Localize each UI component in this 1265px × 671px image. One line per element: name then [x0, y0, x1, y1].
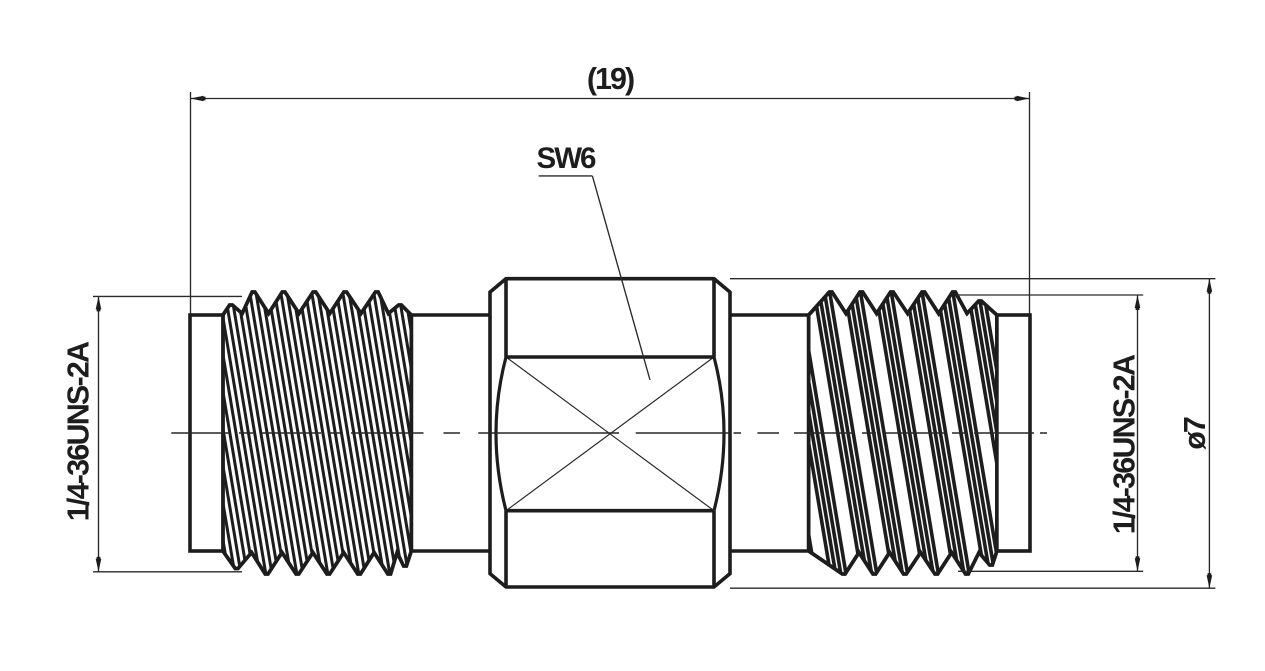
svg-text:(19): (19): [587, 62, 634, 96]
svg-text:1/4-36UNS-2A: 1/4-36UNS-2A: [62, 341, 96, 521]
svg-text:ø7: ø7: [1178, 417, 1212, 450]
svg-text:SW6: SW6: [537, 142, 597, 175]
svg-text:1/4-36UNS-2A: 1/4-36UNS-2A: [1108, 354, 1142, 534]
